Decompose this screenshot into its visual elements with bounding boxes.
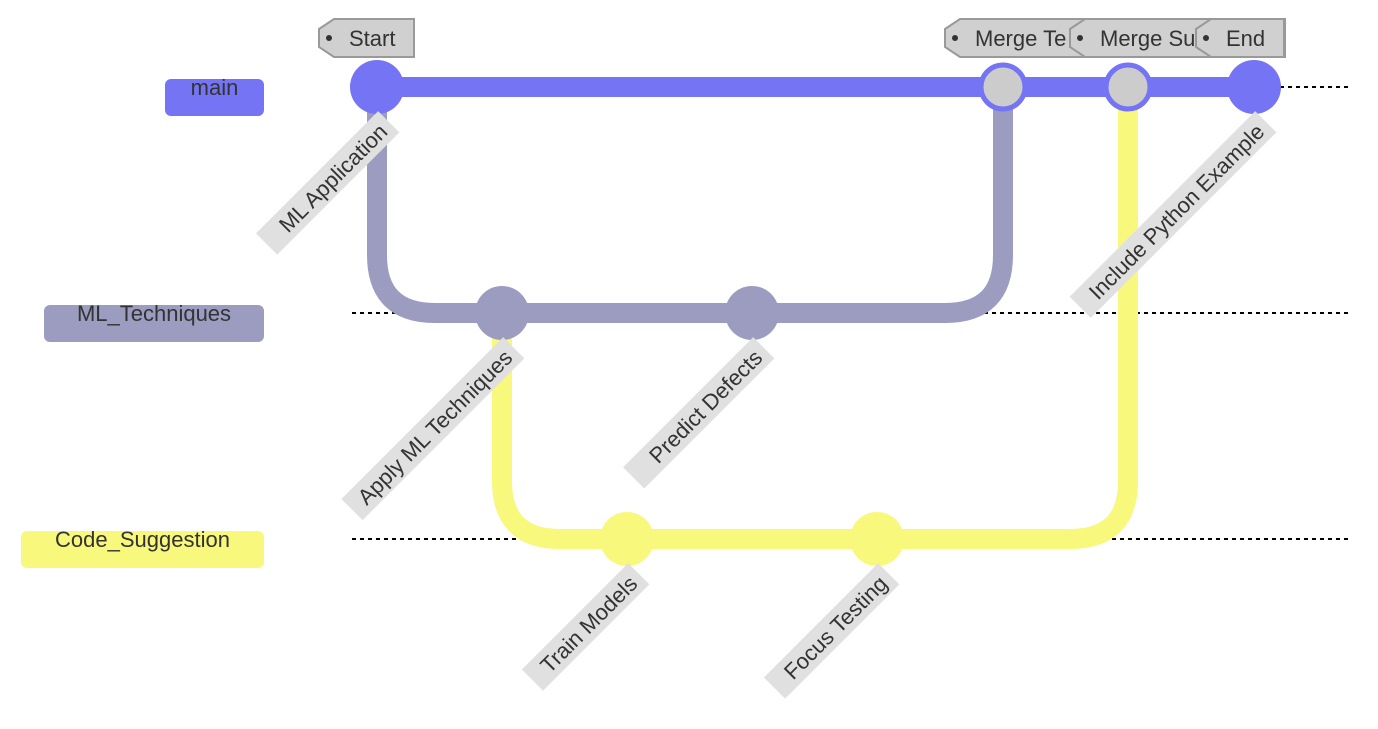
commit-label-text: Focus Testing [779, 571, 892, 684]
commit-label-focus_testing: Focus Testing [763, 563, 900, 699]
tag-merge_ml: Merge Te [944, 18, 1091, 58]
merge-commit-merge_ml[interactable] [978, 62, 1028, 112]
tag-text: End [1226, 26, 1265, 51]
branch-name: Code_Suggestion [55, 527, 230, 552]
branch-label-main: main [165, 75, 264, 116]
commit-focus_testing[interactable] [850, 512, 904, 566]
tag-ml_application: Start [318, 18, 415, 58]
tag-text: Start [349, 26, 395, 51]
branch-name: main [191, 75, 239, 100]
commit-label-text: Include Python Example [1084, 119, 1269, 304]
commit-include_python[interactable] [1227, 60, 1281, 114]
commit-label-text: Predict Defects [644, 345, 767, 468]
commit-label-include_python: Include Python Example [1069, 111, 1277, 318]
commit-ml_application[interactable] [350, 60, 404, 114]
commit-label-text: Train Models [535, 571, 642, 678]
commit-apply_ml[interactable] [475, 286, 529, 340]
merge-commit-merge_suggestion[interactable] [1103, 62, 1153, 112]
commit-train_models[interactable] [600, 512, 654, 566]
commit-label-predict_defects: Predict Defects [623, 337, 775, 489]
commit-label-train_models: Train Models [521, 563, 650, 691]
branch-path-ml-techniques [367, 87, 1013, 323]
tag-include_python: End [1195, 18, 1285, 58]
commit-predict_defects[interactable] [725, 286, 779, 340]
branch-label-ml_techniques: ML_Techniques [44, 301, 264, 342]
tag-text: Merge Te [975, 26, 1066, 51]
branch-label-code_suggestion: Code_Suggestion [21, 527, 264, 568]
branch-name: ML_Techniques [77, 301, 231, 326]
branch-path-code-suggestion [492, 87, 1138, 549]
